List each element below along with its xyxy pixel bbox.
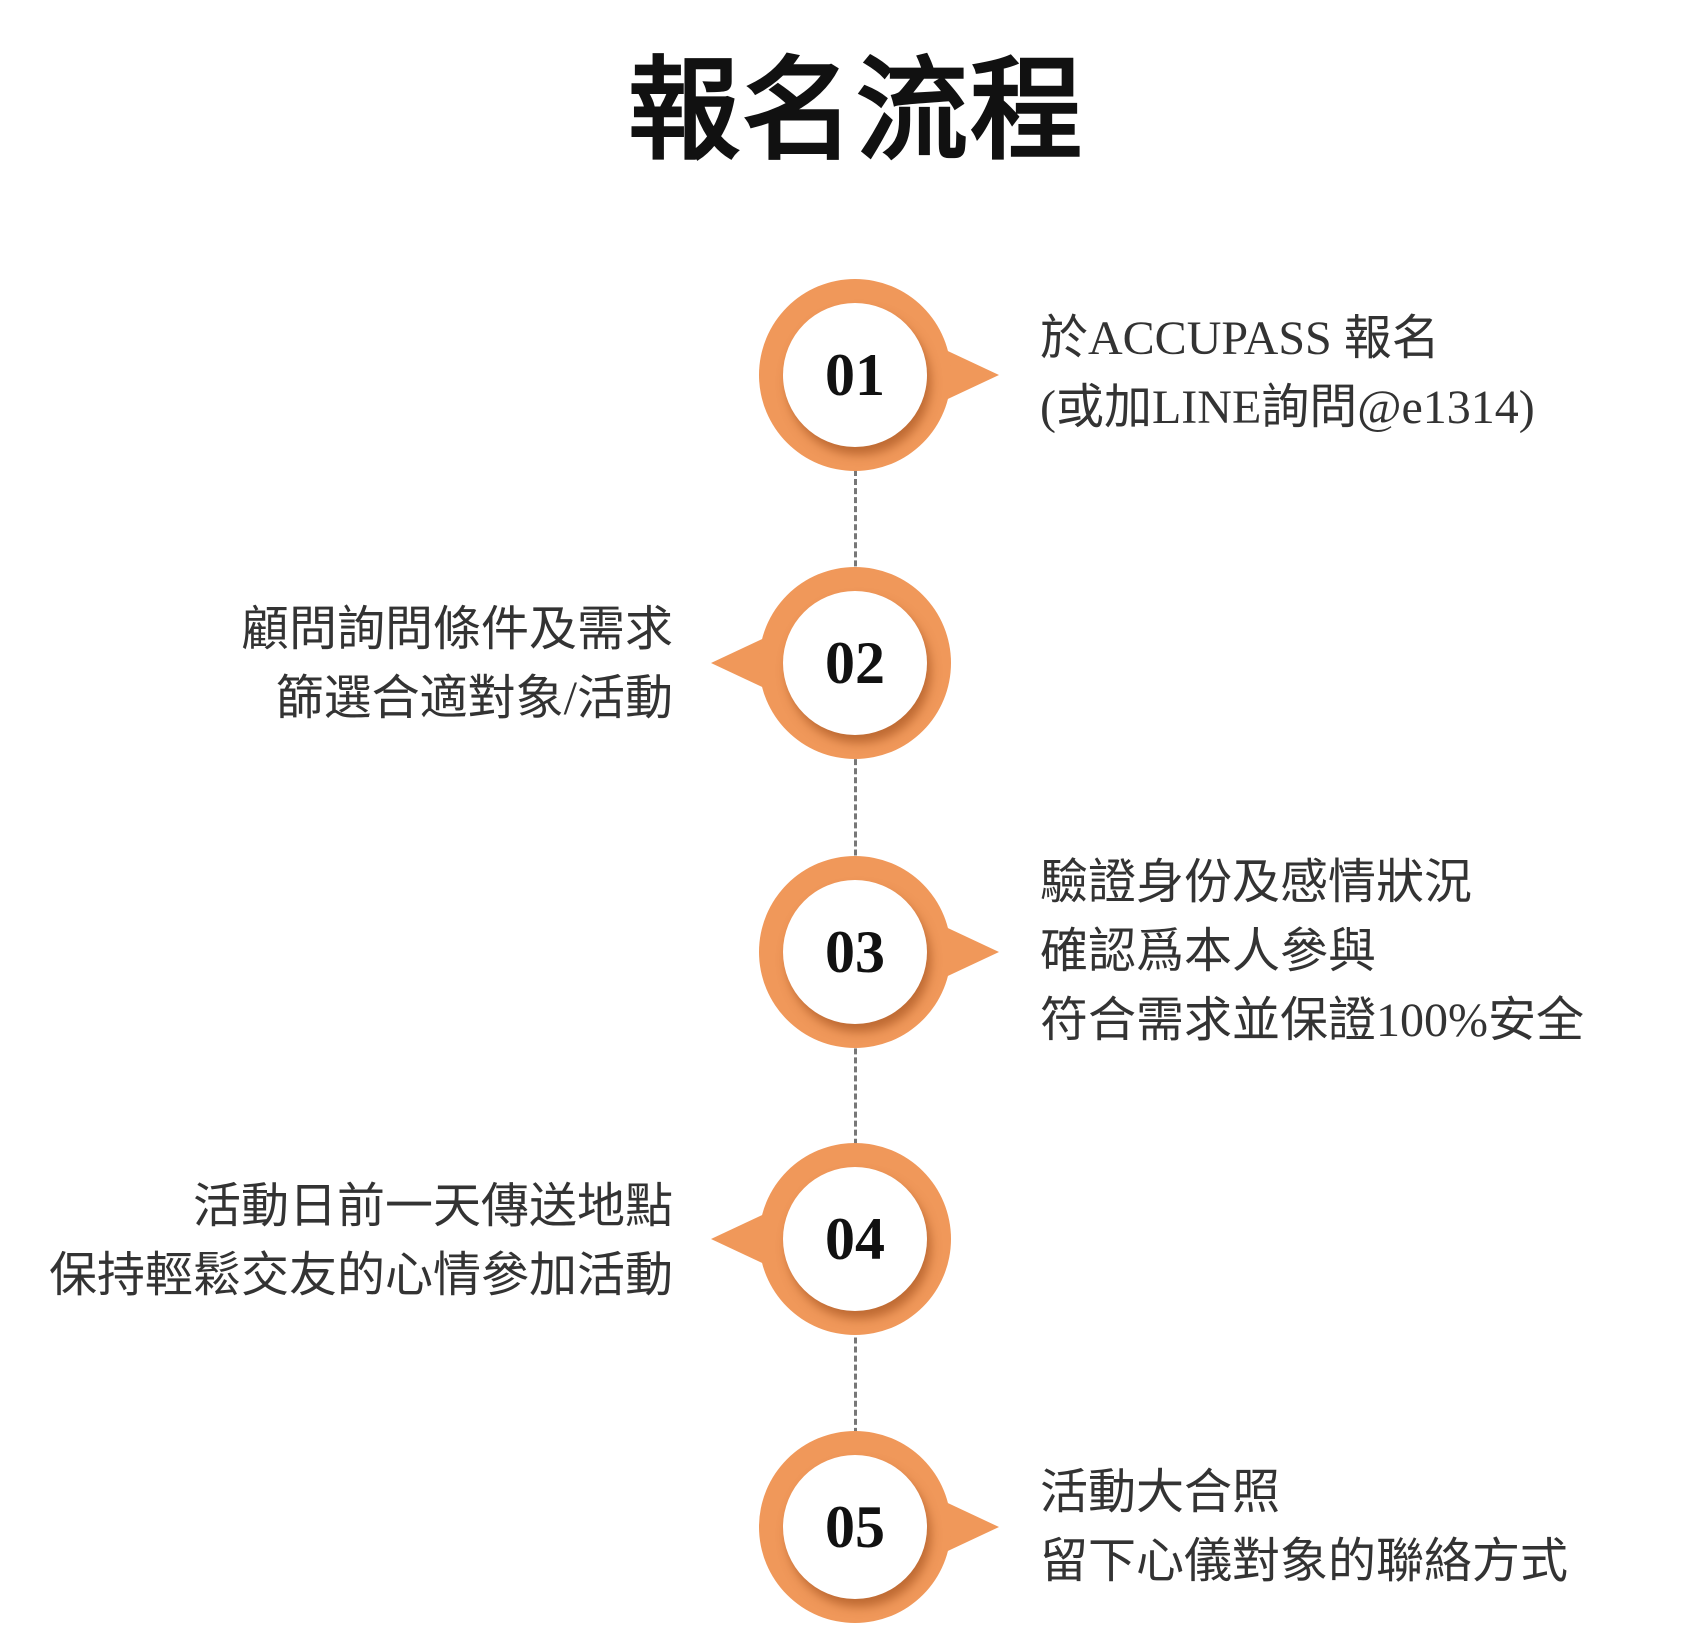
- step-text-line: 篩選合適對象/活動: [275, 672, 673, 725]
- step-number: 05: [783, 1455, 927, 1599]
- step-05-marker: 05: [759, 1431, 999, 1623]
- step-03-marker: 03: [759, 856, 999, 1048]
- step-number: 01: [783, 303, 927, 447]
- step-01-marker: 01: [759, 279, 999, 471]
- step-text-line: 確認爲本人參與: [1040, 925, 1377, 978]
- step-04-text: 活動日前一天傳送地點 保持輕鬆交友的心情參加活動: [49, 1172, 673, 1310]
- step-text-line: 活動日前一天傳送地點: [192, 1180, 673, 1233]
- page-title: 報名流程: [628, 45, 1084, 176]
- step-number: 03: [783, 880, 927, 1024]
- step-text-line: 於ACCUPASS 報名: [1040, 312, 1440, 365]
- step-01-text: 於ACCUPASS 報名 (或加LINE詢問@e1314): [1040, 304, 1535, 442]
- step-05-text: 活動大合照 留下心儀對象的聯絡方式: [1040, 1458, 1568, 1596]
- step-text-line: (或加LINE詢問@e1314): [1040, 381, 1535, 434]
- step-text-line: 顧問詢問條件及需求: [240, 603, 673, 656]
- step-number: 04: [783, 1167, 927, 1311]
- step-number: 02: [783, 591, 927, 735]
- step-text-line: 驗證身份及感情狀況: [1040, 856, 1473, 909]
- step-text-line: 留下心儀對象的聯絡方式: [1040, 1535, 1569, 1588]
- step-text-line: 活動大合照: [1040, 1466, 1281, 1519]
- step-text-line: 符合需求並保證100%安全: [1040, 994, 1584, 1047]
- step-text-line: 保持輕鬆交友的心情參加活動: [48, 1249, 673, 1302]
- step-02-marker: 02: [711, 567, 951, 759]
- step-03-text: 驗證身份及感情狀況 確認爲本人參與 符合需求並保證100%安全: [1040, 848, 1584, 1055]
- step-04-marker: 04: [711, 1143, 951, 1335]
- step-02-text: 顧問詢問條件及需求 篩選合適對象/活動: [241, 595, 673, 733]
